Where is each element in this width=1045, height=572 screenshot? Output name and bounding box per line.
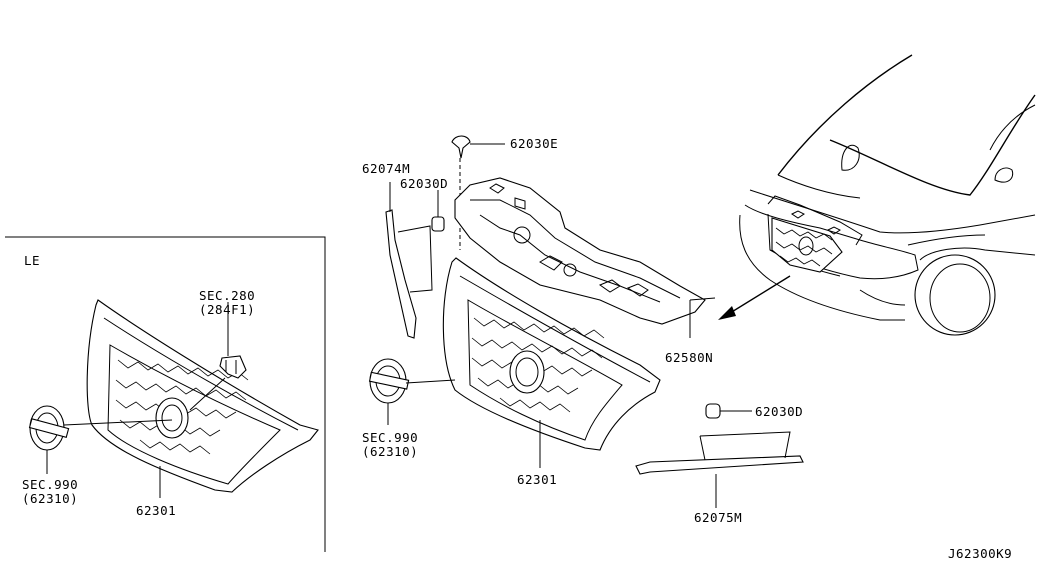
inset-le: LE	[5, 236, 326, 552]
main-view: 62030E 62074M 62030D 62580N SEC.990 (623…	[362, 135, 804, 525]
diagram-code: J62300K9	[948, 546, 1012, 561]
label-62030e: 62030E	[510, 136, 558, 151]
cover-62580n	[454, 177, 716, 338]
molding-62074m	[385, 182, 433, 339]
label-inset-grille: 62301	[136, 503, 176, 518]
vehicle-front-view	[718, 54, 1036, 336]
label-main-grille: 62301	[517, 472, 557, 487]
inset-sensor	[219, 355, 247, 379]
label-inset-sec990-sub: (62310)	[22, 491, 78, 506]
inset-emblem	[28, 405, 70, 451]
label-62075m: 62075M	[694, 510, 742, 525]
label-inset-sec990: SEC.990	[22, 477, 78, 492]
label-sec280-sub: (284F1)	[199, 302, 255, 317]
inset-title: LE	[24, 253, 40, 268]
clip-62030d-left	[431, 190, 445, 232]
label-main-sec990: SEC.990	[362, 430, 418, 445]
clip-62030d-right	[705, 403, 752, 419]
main-grille-62301	[442, 257, 661, 468]
label-62030d-left: 62030D	[400, 176, 448, 191]
label-62074m: 62074M	[362, 161, 410, 176]
label-62580n: 62580N	[665, 350, 713, 365]
label-62030d-right: 62030D	[755, 404, 803, 419]
molding-62075m	[635, 431, 804, 508]
label-sec280: SEC.280	[199, 288, 255, 303]
main-emblem	[368, 358, 456, 425]
label-main-sec990-sub: (62310)	[362, 444, 418, 459]
inset-grille-62301	[86, 299, 319, 493]
